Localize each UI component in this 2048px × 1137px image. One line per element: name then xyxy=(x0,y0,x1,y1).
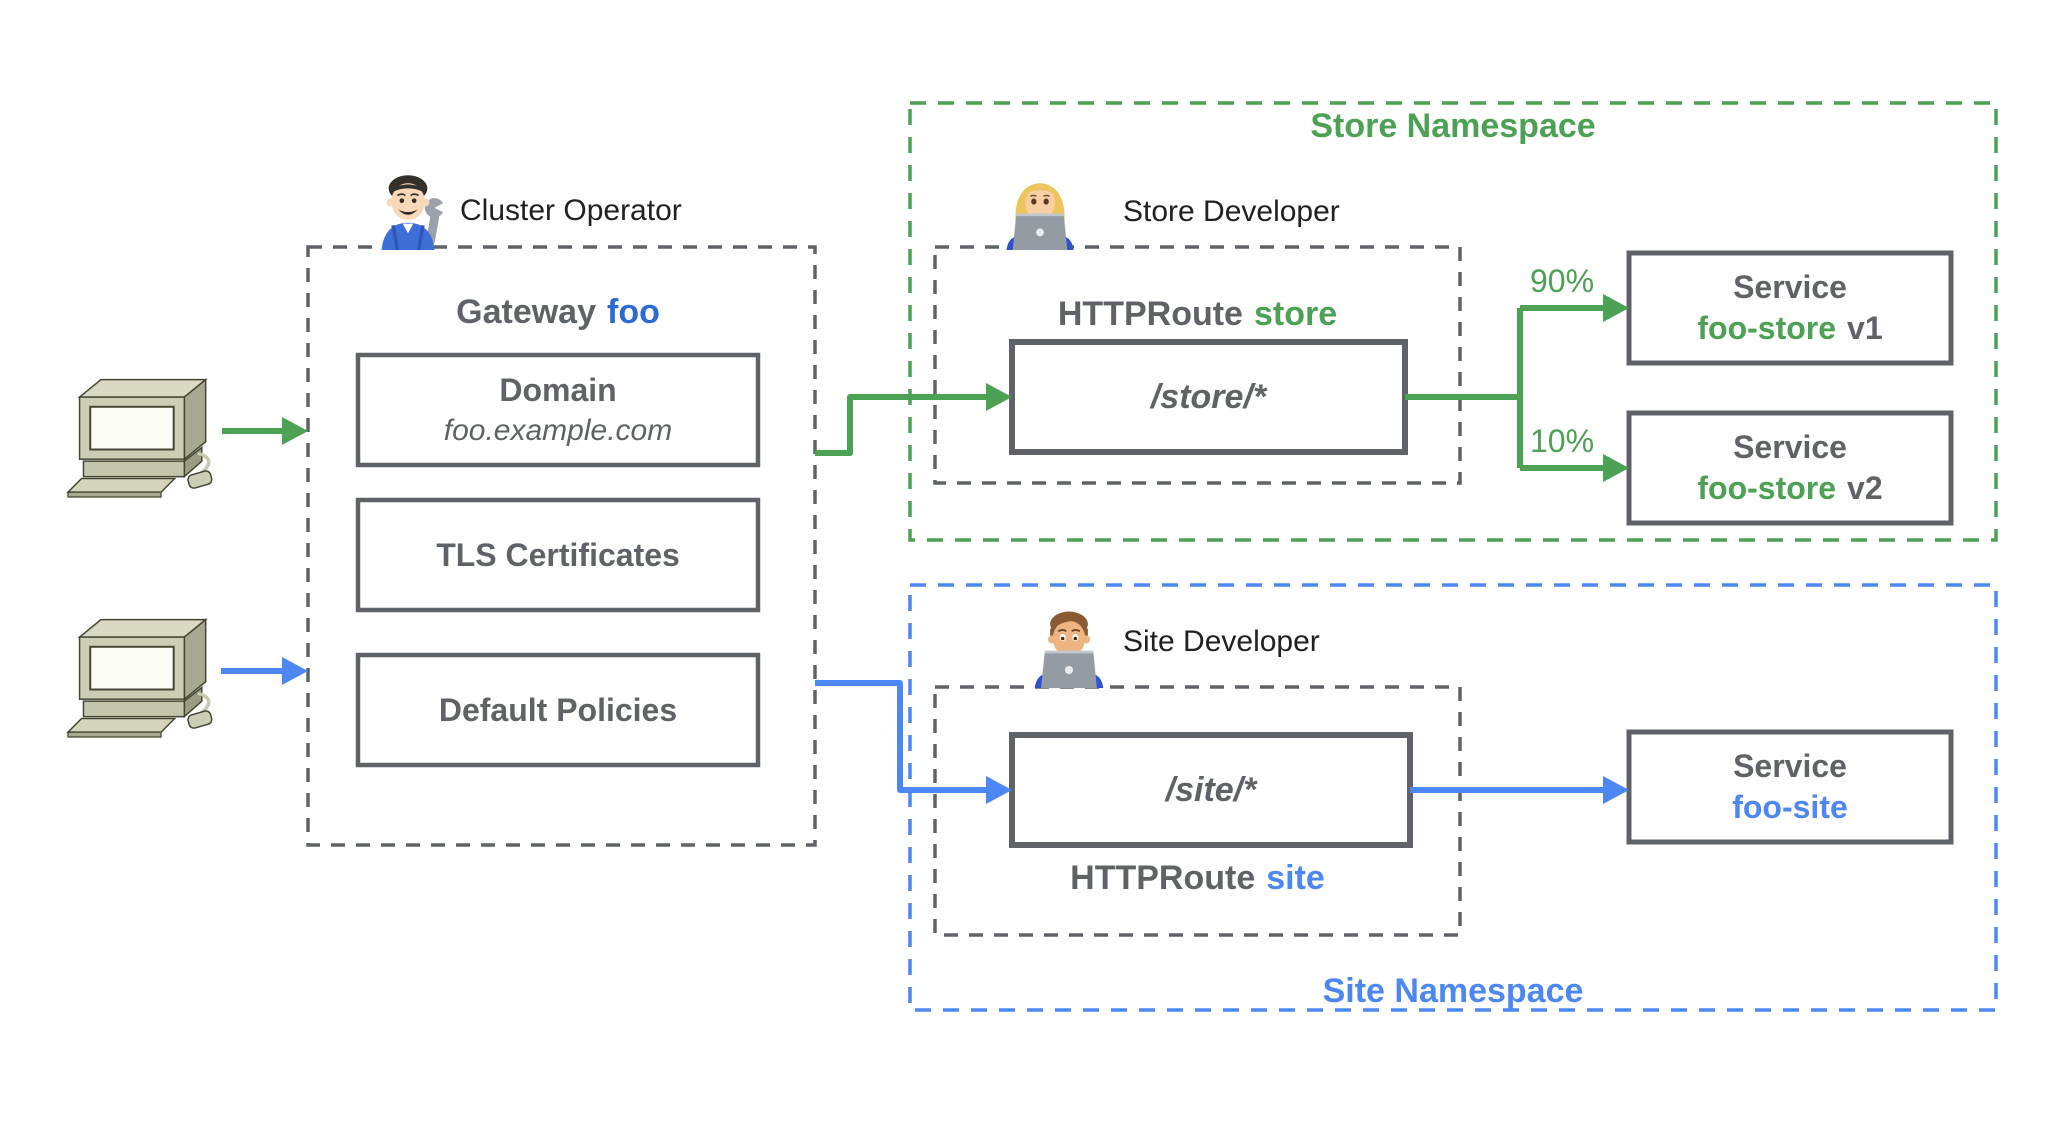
tls-certificates-label: TLS Certificates xyxy=(436,536,680,573)
httproute-store-title: HTTPRoute store xyxy=(935,294,1460,335)
weight-10-label: 10% xyxy=(1529,423,1595,459)
store-route-split-arrows xyxy=(1405,294,1629,482)
site-namespace-title: Site Namespace xyxy=(1322,972,1584,1010)
domain-box-value: foo.example.com xyxy=(443,414,673,448)
service-foo-site-box xyxy=(1626,729,1954,845)
httproute-store-name: store xyxy=(1253,295,1338,333)
service-foo-store-v2-text: Service foo-store v2 xyxy=(1629,413,1951,523)
gateway-boundary xyxy=(306,245,817,847)
mechanic-emoji-icon xyxy=(381,175,450,251)
gateway-to-store-route-arrow xyxy=(815,383,1012,456)
service-title: Service xyxy=(1733,429,1847,466)
httproute-site-prefix: HTTPRoute xyxy=(1070,859,1256,897)
service-name: foo-site xyxy=(1732,789,1848,825)
gateway-title-name: foo xyxy=(607,293,660,331)
client-to-gateway-green-arrow xyxy=(222,417,308,445)
tls-certificates-text: TLS Certificates xyxy=(358,500,758,610)
domain-box xyxy=(355,352,761,468)
store-developer-label: Store Developer xyxy=(1123,195,1340,228)
store-path-label: /store/* xyxy=(1150,377,1267,416)
service-foo-site-text: Service foo-site xyxy=(1629,732,1951,842)
site-namespace-boundary xyxy=(908,583,1998,1012)
gateway-title: Gateway foo xyxy=(358,292,758,333)
domain-box-text: Domain foo.example.com xyxy=(358,355,758,465)
httproute-store-prefix: HTTPRoute xyxy=(1057,295,1243,333)
client-computer-icon xyxy=(66,618,213,738)
service-title: Service xyxy=(1733,748,1847,785)
store-namespace-title: Store Namespace xyxy=(1310,107,1596,145)
default-policies-box xyxy=(355,652,761,768)
service-foo-store-v1-text: Service foo-store v1 xyxy=(1629,253,1951,363)
service-foo-store-v1-box xyxy=(1626,250,1954,366)
store-path-box xyxy=(1009,339,1408,455)
service-name: foo-store xyxy=(1697,470,1837,506)
default-policies-label: Default Policies xyxy=(438,691,678,728)
store-namespace-boundary xyxy=(908,101,1998,542)
tls-certificates-box xyxy=(355,497,761,613)
service-title: Service xyxy=(1733,269,1847,306)
httproute-site-boundary xyxy=(933,685,1462,937)
gateway-title-prefix: Gateway xyxy=(456,293,596,331)
httproute-store-boundary xyxy=(933,245,1462,485)
site-route-to-service-arrow xyxy=(1410,776,1629,804)
gateway-to-site-route-arrow xyxy=(815,680,1012,804)
domain-box-title: Domain xyxy=(499,371,617,408)
httproute-site-title: HTTPRoute site xyxy=(935,858,1460,899)
site-developer-label: Site Developer xyxy=(1123,625,1320,658)
client-computer-icon xyxy=(66,378,213,498)
httproute-site-name: site xyxy=(1266,859,1325,897)
site-path-label: /site/* xyxy=(1165,770,1257,809)
default-policies-text: Default Policies xyxy=(358,655,758,765)
service-version: v2 xyxy=(1847,470,1883,506)
store-developer-emoji-icon xyxy=(1006,183,1074,250)
service-version: v1 xyxy=(1847,310,1883,346)
weight-90-label: 90% xyxy=(1529,263,1595,299)
client-to-gateway-blue-arrow xyxy=(221,657,308,685)
service-name: foo-store xyxy=(1697,310,1837,346)
cluster-operator-label: Cluster Operator xyxy=(460,194,682,227)
site-developer-emoji-icon xyxy=(1034,611,1104,688)
